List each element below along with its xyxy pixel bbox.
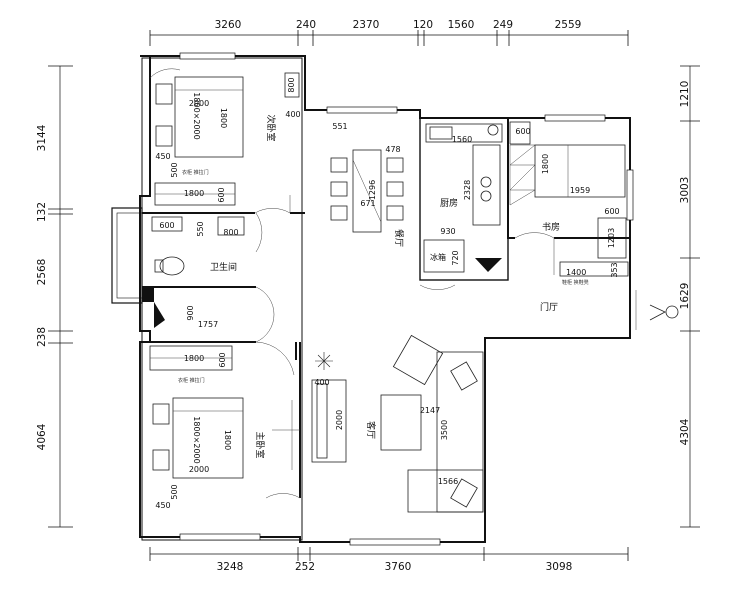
st-1203: 1203 <box>607 228 616 248</box>
cab2-bot: 400 <box>285 110 300 119</box>
wardrobe-note-2: 衣柜 推拉门 <box>182 169 209 176</box>
room-master-bedroom: 主卧室 <box>254 431 266 458</box>
bed1-size: 1800×2000 <box>192 416 201 463</box>
cab2-top: 800 <box>287 77 296 92</box>
shoe-note: 鞋柜 换鞋凳 <box>562 279 589 286</box>
fridge-label: 冰箱 <box>430 252 446 262</box>
bathroom <box>142 216 245 328</box>
plant <box>315 352 333 370</box>
st-1959: 1959 <box>570 186 590 195</box>
dim-left-5: 4064 <box>36 423 48 450</box>
dim-top-6: 249 <box>493 19 513 31</box>
tv-2000: 2000 <box>335 410 344 430</box>
wardrobe2: 1800 <box>184 189 204 198</box>
dim-left-4: 238 <box>36 327 48 347</box>
living <box>311 334 484 513</box>
windows <box>179 52 634 546</box>
liv-1566: 1566 <box>438 477 458 486</box>
dim-bottom-3: 3760 <box>385 561 412 573</box>
dim-bottom-4: 3098 <box>546 561 573 573</box>
wardrobe2-d: 600 <box>217 187 226 202</box>
dim-left-1: 3144 <box>36 124 48 151</box>
wardrobe1: 1800 <box>184 354 204 363</box>
kit-1560: 1560 <box>452 135 472 144</box>
bath-800: 800 <box>223 228 238 237</box>
room-study: 书房 <box>542 221 560 233</box>
dim-right-4: 4304 <box>679 418 691 445</box>
din-671: 671 <box>360 199 375 208</box>
dim-right-3: 1629 <box>679 283 691 310</box>
kit-2328: 2328 <box>463 180 472 200</box>
dimension-lines <box>48 30 700 561</box>
din-551: 551 <box>332 122 347 131</box>
tv-400: 400 <box>314 378 329 387</box>
dim-top-5: 1560 <box>448 19 475 31</box>
room-kitchen: 厨房 <box>440 197 458 209</box>
kit-930: 930 <box>440 227 455 236</box>
m450b: 450 <box>155 501 170 510</box>
liv-2147: 2147 <box>420 406 440 415</box>
wardrobe-note-1: 衣柜 推拉门 <box>178 377 205 384</box>
m500a: 500 <box>170 162 179 177</box>
st-1800: 1800 <box>541 154 550 174</box>
room-entrance: 门厅 <box>540 301 558 313</box>
room-dining: 餐厅 <box>393 229 405 247</box>
dim-top-1: 3260 <box>215 19 242 31</box>
bed2-width: 2000 <box>189 99 209 108</box>
liv-3500: 3500 <box>440 420 449 440</box>
study <box>509 121 629 277</box>
dim-top-7: 2559 <box>555 19 582 31</box>
dim-top-2: 240 <box>296 19 316 31</box>
basin-d: 550 <box>196 221 205 236</box>
din-478: 478 <box>385 145 400 154</box>
bath-900: 900 <box>186 305 195 320</box>
doors <box>254 195 555 499</box>
dining <box>330 149 404 233</box>
st-353: 353 <box>610 262 619 277</box>
m450a: 450 <box>155 152 170 161</box>
bath-1757: 1757 <box>198 320 218 329</box>
dim-top-4: 120 <box>413 19 433 31</box>
dim-right-1: 1210 <box>679 81 691 108</box>
bed1-h: 1800 <box>223 430 232 450</box>
wardrobe1-d: 600 <box>218 352 227 367</box>
room-living: 客厅 <box>365 421 377 439</box>
st-600a: 600 <box>515 127 530 136</box>
entrance-door-mark <box>635 290 679 330</box>
basin-w: 600 <box>159 221 174 230</box>
master-bedroom <box>149 345 300 479</box>
kitchen <box>423 123 503 273</box>
dim-bottom-1: 3248 <box>217 561 244 573</box>
room-bathroom: 卫生间 <box>210 261 237 273</box>
bed1-w: 2000 <box>189 465 209 474</box>
bed2-size: 1800×2000 <box>192 92 201 139</box>
dim-bottom-2: 252 <box>295 561 315 573</box>
st-1400: 1400 <box>566 268 586 277</box>
bed2-height: 1800 <box>219 108 228 128</box>
dim-left-2: 132 <box>36 202 48 222</box>
dim-top-3: 2370 <box>353 19 380 31</box>
room-second-bedroom: 次卧室 <box>265 114 277 141</box>
second-bedroom <box>149 68 300 206</box>
kit-720: 720 <box>451 250 460 265</box>
m500b: 500 <box>170 484 179 499</box>
dim-right-2: 3003 <box>679 177 691 204</box>
st-600b: 600 <box>604 207 619 216</box>
dim-left-3: 2568 <box>36 259 48 286</box>
din-1296: 1296 <box>368 180 377 200</box>
